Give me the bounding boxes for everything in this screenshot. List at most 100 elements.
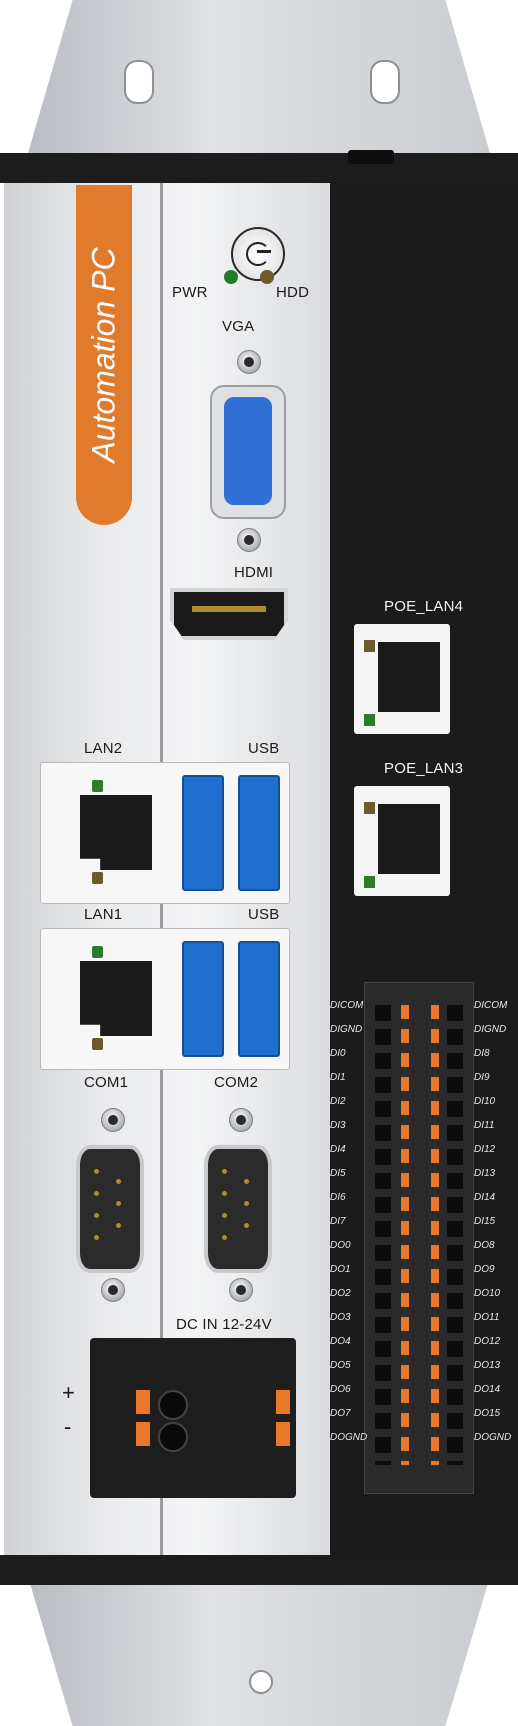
top-mounting-bracket	[26, 0, 492, 160]
power-icon	[246, 242, 270, 266]
poe-lan4-label: POE_LAN4	[384, 598, 464, 615]
usb-port-2[interactable]	[238, 941, 280, 1057]
com1-bottom-screw	[101, 1278, 125, 1302]
vga-label: VGA	[222, 318, 255, 335]
io-terminal-orange-right	[431, 1005, 439, 1465]
com1-top-screw	[101, 1108, 125, 1132]
dc-in-lever-minus	[136, 1422, 150, 1446]
io-left-label: DO7	[330, 1408, 351, 1419]
dc-in-lever-minus-2	[276, 1422, 290, 1446]
io-left-label: DI4	[330, 1144, 346, 1155]
usb-port-1[interactable]	[182, 941, 224, 1057]
poe-lan3-jack	[378, 804, 440, 874]
io-right-label: DI9	[474, 1072, 490, 1083]
io-left-label: DIGND	[330, 1024, 363, 1035]
poe-lan4-led-top	[364, 640, 375, 652]
io-terminal-orange-left	[401, 1005, 409, 1465]
com2-pin	[222, 1169, 227, 1174]
brand-tab-text: Automation PC	[85, 247, 122, 463]
io-left-label: DICOM	[330, 1000, 364, 1011]
top-rail	[0, 153, 518, 183]
com1-pin	[116, 1223, 121, 1228]
poe-lan3-led-top	[364, 802, 375, 814]
lan1-led-top	[92, 946, 103, 958]
com2-port[interactable]	[204, 1145, 272, 1273]
lan1-port[interactable]	[80, 961, 152, 1036]
dc-in-terminal[interactable]	[90, 1338, 296, 1498]
dc-in-lever-plus-2	[276, 1390, 290, 1414]
lan1-led-bottom	[92, 1038, 103, 1050]
bottom-rail	[0, 1555, 518, 1585]
lan2-port[interactable]	[80, 795, 152, 870]
io-left-label: DO3	[330, 1312, 351, 1323]
io-left-label: DO6	[330, 1384, 351, 1395]
io-right-label: DI14	[474, 1192, 496, 1203]
com2-bottom-screw	[229, 1278, 253, 1302]
com1-pin	[94, 1235, 99, 1240]
io-left-label: DO2	[330, 1288, 351, 1299]
io-right-label: DO10	[474, 1288, 501, 1299]
io-left-label: DOGND	[330, 1432, 368, 1443]
com1-pin	[116, 1179, 121, 1184]
dc-in-socket-plus	[158, 1390, 188, 1420]
com1-pin	[94, 1213, 99, 1218]
io-right-label: DI8	[474, 1048, 490, 1059]
io-right-label: DI15	[474, 1216, 496, 1227]
poe-lan3-port[interactable]	[354, 786, 450, 896]
dc-in-socket-minus	[158, 1422, 188, 1452]
hdd-led	[260, 270, 274, 284]
vga-top-screw	[237, 350, 261, 374]
usb-port-3[interactable]	[182, 775, 224, 891]
io-terminal-holes-left	[375, 1005, 391, 1465]
io-left-label: DI7	[330, 1216, 346, 1227]
poe-lan4-port[interactable]	[354, 624, 450, 734]
brand-tab: Automation PC	[76, 185, 132, 525]
com2-pin	[222, 1235, 227, 1240]
io-right-label: DO8	[474, 1240, 495, 1251]
lan2-led-bottom	[92, 872, 103, 884]
power-button[interactable]	[231, 227, 285, 281]
io-right-label: DI13	[474, 1168, 496, 1179]
power-icon-line	[257, 250, 271, 253]
io-right-label: DI12	[474, 1144, 496, 1155]
usb-port-4[interactable]	[238, 775, 280, 891]
io-left-label: DO1	[330, 1264, 351, 1275]
com1-pin	[116, 1201, 121, 1206]
io-right-label: DO12	[474, 1336, 501, 1347]
com1-port[interactable]	[76, 1145, 144, 1273]
poe-lan3-led-bottom	[364, 876, 375, 888]
com2-pin	[244, 1179, 249, 1184]
io-right-label: DICOM	[474, 1000, 508, 1011]
plus-label: +	[62, 1380, 76, 1405]
com2-pin	[222, 1191, 227, 1196]
io-left-label: DI0	[330, 1048, 346, 1059]
io-right-label: DIGND	[474, 1024, 507, 1035]
com2-pin	[244, 1201, 249, 1206]
com1-label: COM1	[84, 1074, 129, 1091]
io-terminal-block[interactable]	[364, 982, 474, 1494]
hdmi-port[interactable]	[170, 588, 288, 640]
io-right-label: DO13	[474, 1360, 501, 1371]
vga-connector	[224, 397, 272, 505]
io-left-label: DI6	[330, 1192, 346, 1203]
pwr-led	[224, 270, 238, 284]
top-right-mount-hole	[370, 60, 400, 104]
top-left-mount-hole	[124, 60, 154, 104]
io-terminal-holes-right	[447, 1005, 463, 1465]
vga-port[interactable]	[210, 385, 286, 519]
minus-label: -	[64, 1414, 72, 1439]
usb-top-label: USB	[248, 740, 280, 757]
vga-bottom-screw	[237, 528, 261, 552]
com2-top-screw	[229, 1108, 253, 1132]
bottom-mount-hole	[249, 1670, 273, 1694]
dc-in-label: DC IN 12-24V	[176, 1316, 272, 1333]
com2-label: COM2	[214, 1074, 259, 1091]
lan1-label: LAN1	[84, 906, 123, 923]
io-right-label: DO11	[474, 1312, 500, 1323]
cable-gland	[348, 150, 394, 164]
com1-pin	[94, 1169, 99, 1174]
io-left-label: DO0	[330, 1240, 351, 1251]
io-right-label: DO14	[474, 1384, 501, 1395]
com1-pin	[94, 1191, 99, 1196]
io-left-label: DI1	[330, 1072, 346, 1083]
